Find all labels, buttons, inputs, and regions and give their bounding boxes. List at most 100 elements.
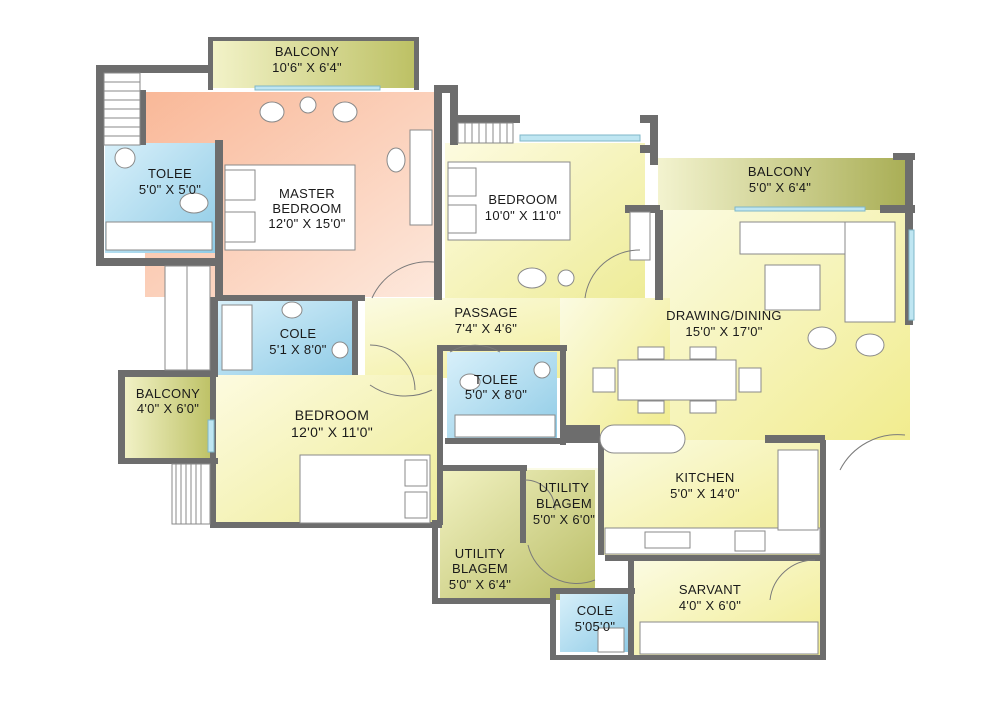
door-utility-inner — [524, 479, 556, 511]
window-bedroom-top — [519, 134, 641, 142]
balcony-top-name: BALCONY — [275, 44, 339, 59]
utility-outer-name-2: BLAGEM — [452, 561, 508, 576]
bedroom-top-bed — [447, 161, 571, 241]
label-utility-outer: UTILITY BLAGEM 5'0" X 6'4" — [449, 546, 511, 592]
kitchen-name: KITCHEN — [675, 470, 734, 485]
door-utility-outer — [527, 544, 596, 584]
label-balcony-right: BALCONY 5'0" X 6'4" — [748, 164, 812, 195]
window-balcony-right — [734, 206, 866, 212]
door-servant — [769, 559, 816, 601]
grille-top-center — [457, 122, 514, 144]
kitchen-island — [599, 424, 686, 454]
balcony-left-area — [122, 375, 214, 460]
toilet-center-size: 5'0" X 8'0" — [465, 387, 527, 402]
utility-inner-size: 5'0" X 6'0" — [533, 512, 595, 527]
door-cole-mid — [369, 344, 416, 391]
balcony-top-size: 10'6" X 6'4" — [272, 60, 342, 75]
master-basin — [386, 147, 406, 173]
passage-name: PASSAGE — [454, 305, 517, 320]
bedroom-top-size: 10'0" X 11'0" — [485, 208, 561, 223]
toilet-master-basin — [114, 147, 136, 169]
cole-mid-basin — [331, 341, 349, 359]
window-drawing-right — [908, 229, 915, 321]
label-kitchen: KITCHEN 5'0" X 14'0" — [670, 470, 740, 501]
label-bedroom-bottom: BEDROOM 12'0" X 11'0" — [291, 407, 373, 440]
label-toilet-center: TOLEE 5'0" X 8'0" — [465, 372, 527, 402]
servant-size: 4'0" X 6'0" — [679, 598, 741, 613]
utility-outer-size: 5'0" X 6'4" — [449, 577, 511, 592]
master-chairs — [259, 96, 358, 123]
drawing-dining-size: 15'0" X 17'0" — [685, 324, 762, 339]
toilet-master-size: 5'0" X 5'0" — [139, 182, 201, 197]
armchair-2 — [855, 333, 885, 357]
label-drawing-dining: DRAWING/DINING 15'0" X 17'0" — [666, 308, 782, 339]
utility-inner-name-2: BLAGEM — [536, 496, 592, 511]
servant-name: SARVANT — [679, 582, 741, 597]
bedroom-bottom-bed — [299, 454, 431, 524]
toilet-center-bath — [454, 414, 556, 438]
bedroom-bottom-name: BEDROOM — [295, 407, 369, 423]
bedroom-top-chair — [517, 267, 547, 289]
balcony-left-size: 4'0" X 6'0" — [137, 401, 199, 416]
kitchen-counter — [604, 449, 821, 555]
door-toilet-center — [449, 344, 501, 353]
utility-inner-name-1: UTILITY — [539, 480, 590, 495]
passage-size: 7'4" X 4'6" — [455, 321, 517, 336]
toilet-center-basin — [533, 361, 551, 379]
door-bedroom-top — [584, 249, 641, 299]
master-bed — [224, 164, 356, 251]
balcony-right-name: BALCONY — [748, 164, 812, 179]
door-bedroom-bottom — [369, 384, 433, 397]
cole-small-size: 5'05'0" — [575, 619, 616, 634]
toilet-center-name: TOLEE — [474, 372, 518, 387]
bedroom-top-wardrobe — [629, 211, 651, 261]
bedroom-top-name: BEDROOM — [488, 192, 557, 207]
label-passage: PASSAGE 7'4" X 4'6" — [454, 305, 517, 336]
door-master — [371, 261, 435, 299]
utility-outer-area — [440, 470, 595, 600]
kitchen-size: 5'0" X 14'0" — [670, 486, 740, 501]
cole-small-wc — [597, 627, 625, 653]
utility-outer-name-1: UTILITY — [455, 546, 506, 561]
servant-bed — [639, 621, 819, 655]
label-bedroom-top: BEDROOM 10'0" X 11'0" — [485, 192, 561, 223]
master-bedroom-size: 12'0" X 15'0" — [268, 216, 345, 231]
walls — [96, 37, 915, 660]
label-balcony-top: BALCONY 10'6" X 6'4" — [272, 44, 342, 75]
bedroom-top-stool — [557, 269, 575, 287]
drawing-dining-name: DRAWING/DINING — [666, 308, 782, 323]
cole-small-name: COLE — [577, 603, 614, 618]
balcony-right-area — [658, 158, 908, 210]
dining-set — [592, 346, 762, 414]
cole-mid-bath — [221, 304, 253, 371]
balcony-top-area — [210, 40, 418, 88]
master-bedroom-name-2: BEDROOM — [272, 201, 341, 216]
cole-mid-name: COLE — [280, 326, 317, 341]
label-toilet-master: TOLEE 5'0" X 5'0" — [139, 166, 201, 197]
toilet-master-name: TOLEE — [148, 166, 192, 181]
bedroom-bottom-size: 12'0" X 11'0" — [291, 424, 373, 440]
grille-top-left — [103, 72, 141, 146]
cole-mid-wc — [281, 301, 303, 319]
toilet-master-bath — [105, 221, 213, 251]
toilet-center-wc — [459, 373, 481, 391]
grille-bottom-left — [171, 463, 211, 525]
window-balcony-top — [254, 85, 381, 91]
cole-mid-size: 5'1 X 8'0" — [269, 342, 326, 357]
label-utility-inner: UTILITY BLAGEM 5'0" X 6'0" — [533, 480, 595, 527]
label-balcony-left: BALCONY 4'0" X 6'0" — [136, 386, 200, 416]
toilet-master-wc — [179, 192, 209, 214]
label-master-bedroom: MASTER BEDROOM 12'0" X 15'0" — [268, 186, 345, 231]
sofa-set — [739, 221, 896, 323]
armchair-1 — [807, 326, 837, 350]
balcony-right-size: 5'0" X 6'4" — [749, 180, 811, 195]
grille-left-mid — [164, 265, 211, 371]
door-kitchen — [839, 434, 906, 471]
master-wardrobe — [409, 129, 433, 226]
master-bedroom-name-1: MASTER — [279, 186, 335, 201]
label-servant: SARVANT 4'0" X 6'0" — [679, 582, 741, 613]
window-balcony-left — [207, 419, 215, 453]
label-cole-small: COLE 5'05'0" — [575, 603, 616, 634]
balcony-left-name: BALCONY — [136, 386, 200, 401]
